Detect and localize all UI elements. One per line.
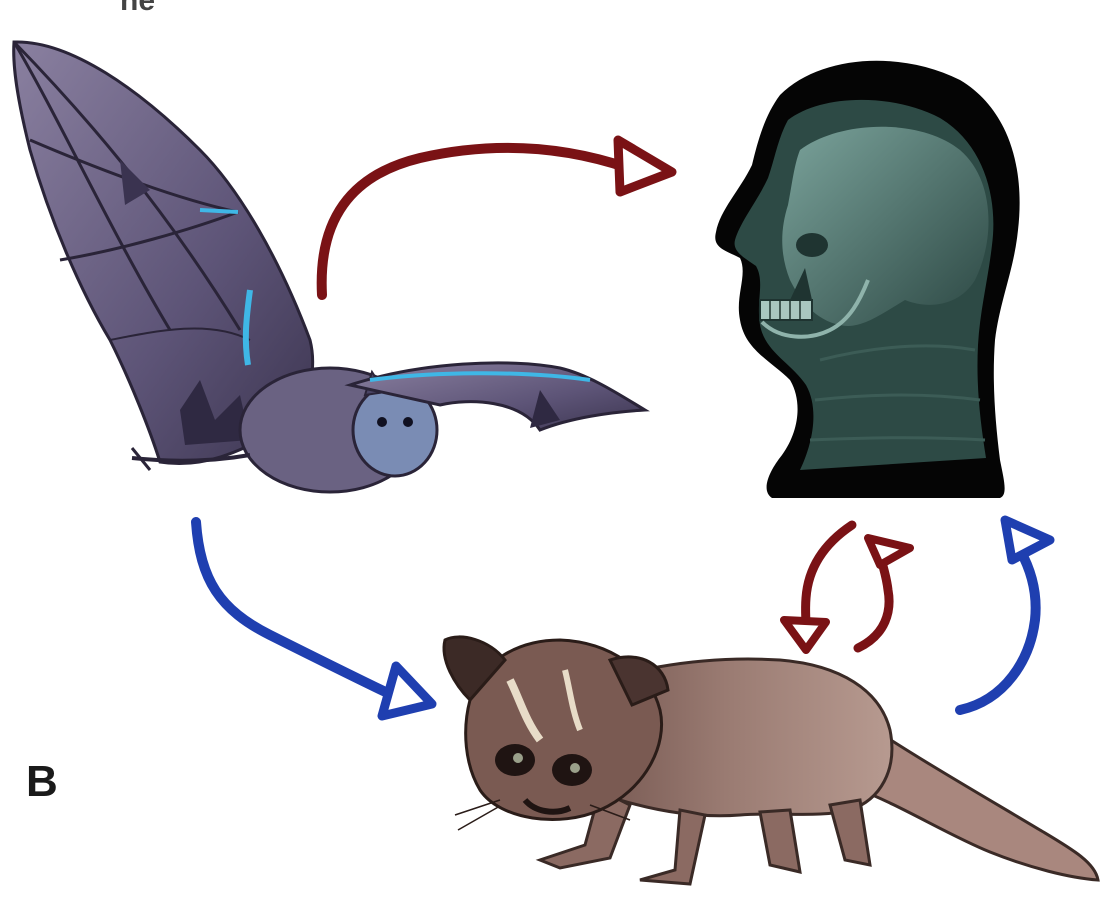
arrow-human-to-civet-red (784, 525, 852, 650)
arrow-civet-to-human-blue (960, 520, 1050, 710)
arrow-bat-to-human (322, 140, 672, 295)
arrow-bat-to-civet (196, 522, 432, 716)
bat-icon (14, 42, 645, 492)
arrow-civet-to-human-red (858, 538, 910, 648)
panel-label: B (26, 760, 58, 804)
human-head-skull-icon (715, 61, 1019, 498)
civet-icon (444, 637, 1098, 884)
